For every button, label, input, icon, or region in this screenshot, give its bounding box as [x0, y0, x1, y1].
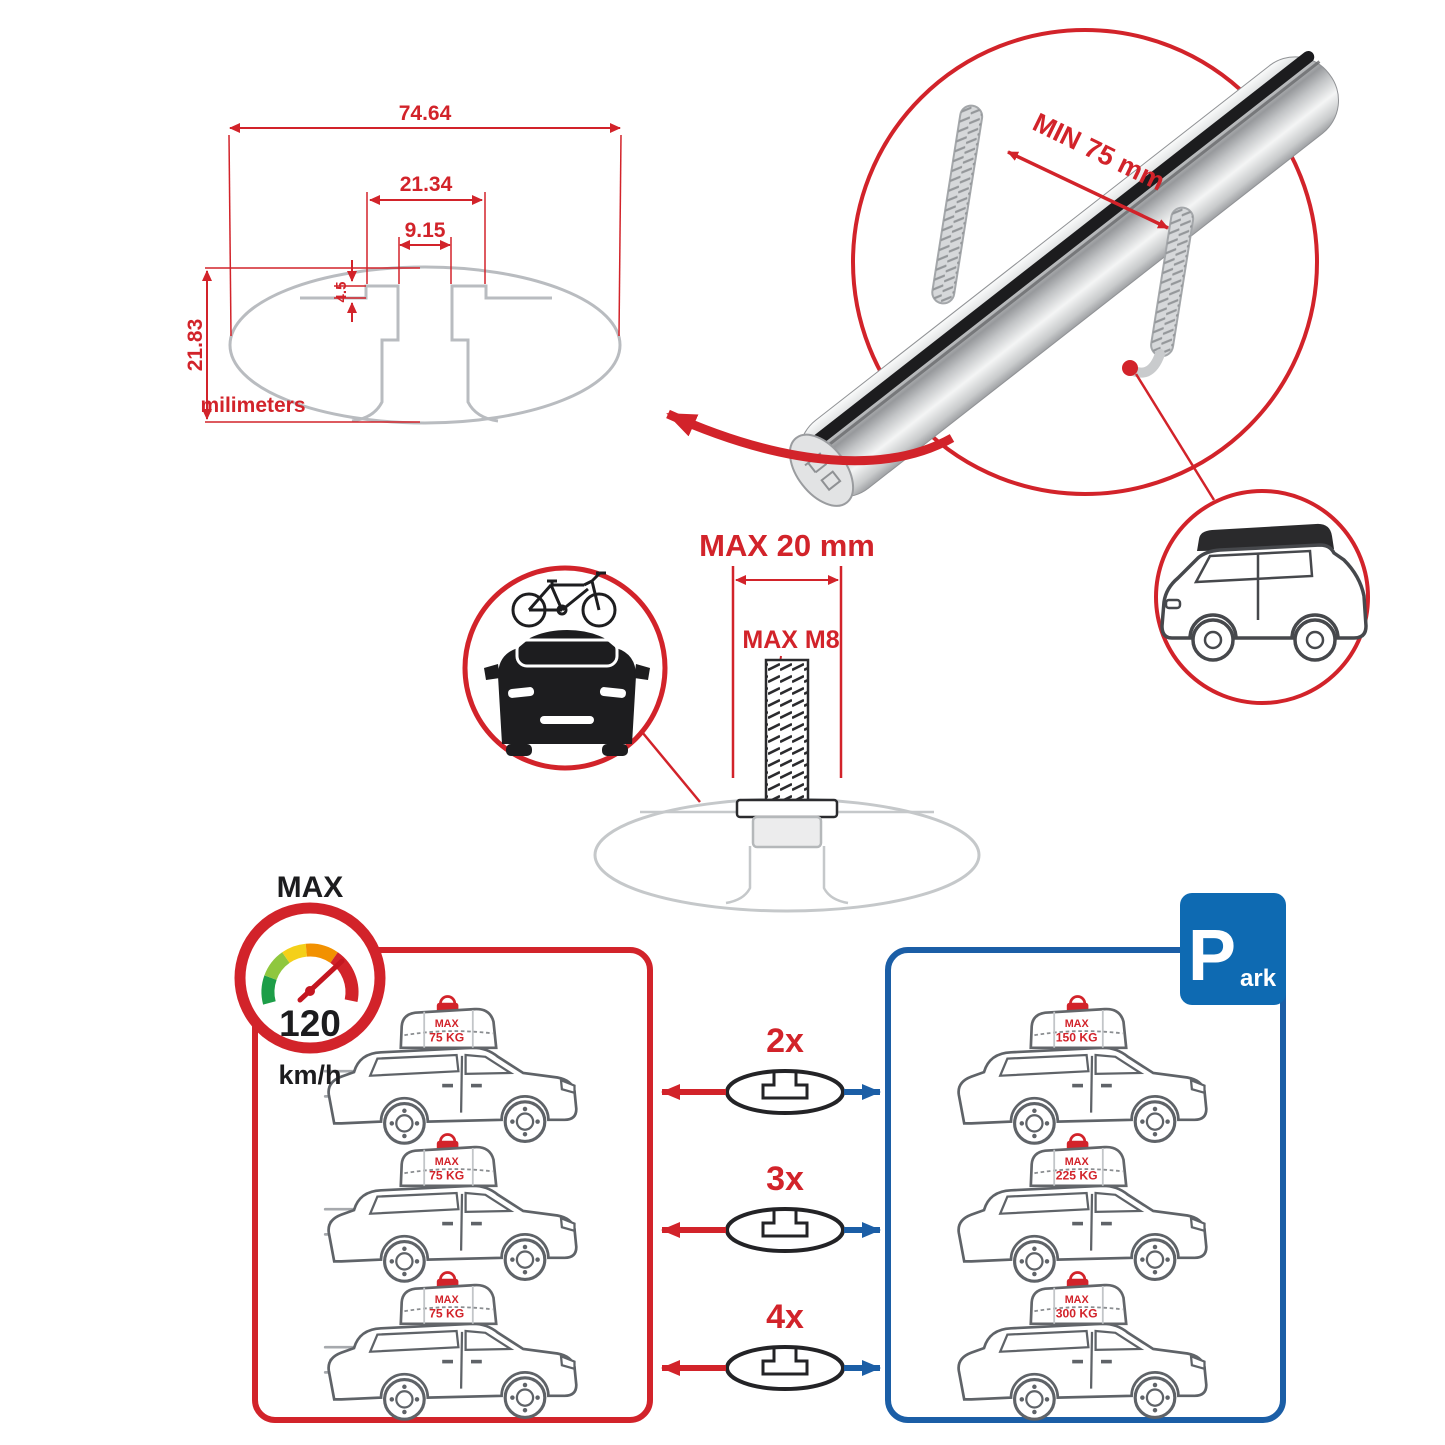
car-parked-row-2: MAX 225 KG: [957, 1133, 1208, 1283]
car-parked-row-3: MAX 300 KG: [957, 1271, 1208, 1421]
bar-profile-ellipse: [228, 265, 622, 425]
car-driving-row-2: MAX 75 KG: [323, 1133, 578, 1283]
dim-total-height: 21.83: [184, 319, 207, 372]
bolt-head-in-channel: [751, 815, 823, 849]
cargo-label-load: 150 KG: [1056, 1031, 1098, 1045]
leader-to-vehicle-circle: [1134, 373, 1216, 501]
car-parked-row-1: MAX 150 KG: [957, 995, 1208, 1145]
dim-slot-outer: 21.34: [400, 173, 453, 196]
count-label: 4x: [766, 1298, 804, 1336]
speed-unit: km/h: [278, 1060, 341, 1090]
bolt-diagram: MAX 20 mm MAX M8: [593, 528, 981, 913]
cargo-label-max: MAX: [1065, 1294, 1090, 1306]
cargo-label-max: MAX: [435, 1294, 460, 1306]
cargo-label-max: MAX: [1065, 1156, 1090, 1168]
headlight: [1164, 598, 1182, 610]
dim-slot-depth: 4.5: [333, 282, 350, 303]
car-front-icon: [484, 630, 650, 756]
cargo-label-load: 300 KG: [1056, 1307, 1098, 1321]
roof-box: [1197, 523, 1334, 551]
left-mirror: [484, 664, 500, 680]
bike-carrier-circle: [462, 565, 701, 803]
gauge-arc: [261, 943, 359, 1005]
profile-left-half: [300, 284, 400, 423]
dim-total-width: 74.64: [399, 102, 452, 125]
count-label: 2x: [766, 1022, 804, 1060]
bolt-flange: [735, 798, 839, 819]
crossbar-count-row-2: 3x: [661, 1160, 881, 1253]
clamp-anchor-dot: [1122, 360, 1138, 376]
cross-section-diagram: 74.64 21.34 9.15 4.5 21.83 milimeters: [184, 102, 622, 425]
cargo-label-max: MAX: [435, 1018, 460, 1030]
right-mirror: [634, 664, 650, 680]
crossbar-count-row-3: 4x: [661, 1298, 881, 1391]
parking-sign: P ark: [1180, 893, 1286, 1005]
vehicle-roofbox-circle: [1154, 489, 1370, 705]
min-span-arrow: [1007, 150, 1169, 230]
cargo-label-load: 225 KG: [1056, 1169, 1098, 1183]
speed-value: 120: [279, 1003, 341, 1044]
bike-circle-leader: [641, 731, 701, 803]
parking-sign-suffix: ark: [1240, 965, 1277, 992]
bicycle-icon: [511, 571, 617, 628]
bar-to-cross-section-arrow: [666, 409, 955, 466]
bolt-thread-label: MAX M8: [742, 626, 839, 654]
dim-slot-inner: 9.15: [405, 219, 446, 242]
profile-right-half: [450, 284, 552, 423]
speed-title: MAX: [277, 871, 344, 904]
clamp-threaded-rod-1: [931, 104, 984, 305]
bar-detail-circle: MIN 75 mm: [788, 28, 1340, 507]
dimension-lines: [202, 123, 622, 423]
aluminum-bar: [788, 50, 1340, 507]
cargo-label-max: MAX: [1065, 1018, 1090, 1030]
crossbar-count-row-1: 2x: [661, 1022, 881, 1115]
cargo-label-max: MAX: [435, 1156, 460, 1168]
cargo-label-load: 75 KG: [429, 1031, 464, 1045]
grille: [540, 716, 594, 724]
suv-windows: [1193, 549, 1314, 584]
car-driving-row-1: MAX 75 KG: [323, 995, 578, 1145]
speed-ring: [234, 902, 386, 1054]
unit-label: milimeters: [200, 394, 305, 417]
gauge-pivot: [305, 986, 315, 996]
cargo-label-load: 75 KG: [429, 1169, 464, 1183]
left-headlight: [508, 687, 535, 698]
windshield: [515, 638, 619, 668]
speed-limit-badge: MAX 120 km/h: [234, 871, 386, 1090]
cargo-label-load: 75 KG: [429, 1307, 464, 1321]
parking-sign-letter: P: [1188, 916, 1236, 996]
bolt-max-length-label: MAX 20 mm: [699, 528, 875, 563]
right-headlight: [599, 687, 626, 698]
count-label: 3x: [766, 1160, 804, 1198]
car-driving-row-3: MAX 75 KG: [323, 1271, 578, 1421]
